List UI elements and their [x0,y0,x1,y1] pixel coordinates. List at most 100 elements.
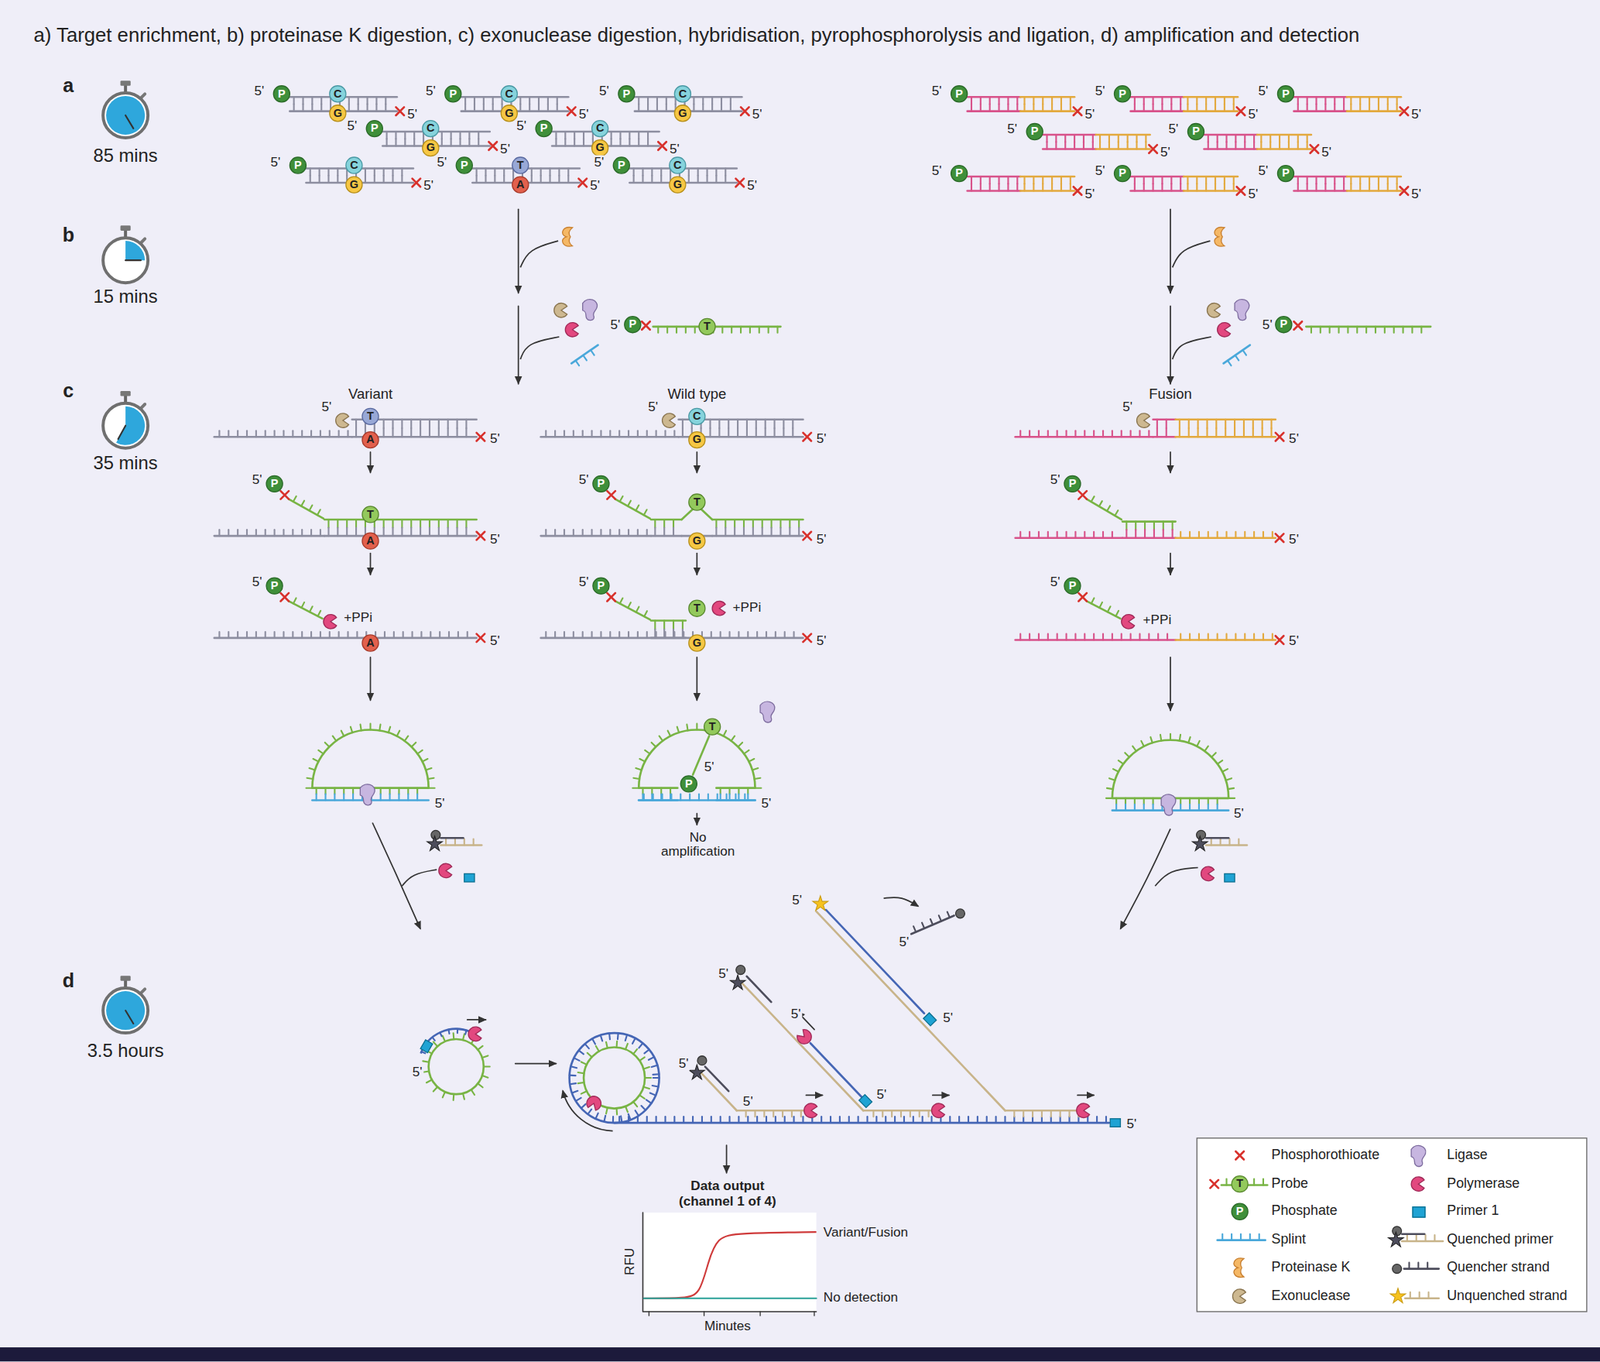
enzyme-icon [794,1027,815,1047]
legend-text: Phosphate [1271,1203,1338,1220]
base-pair [1233,96,1235,104]
base-pair [1387,176,1389,184]
strand-tick [591,529,593,536]
strand-tick [1262,633,1265,641]
ligase-icon [1411,1145,1426,1167]
phosphorothioate-mark [1275,432,1285,442]
phosphorothioate-mark [802,432,812,442]
end-label: 5' [577,107,590,122]
strand-tick [1221,1233,1224,1241]
end-label: 5' [760,795,772,810]
strand-tick [625,1106,628,1112]
stopwatch [140,988,145,993]
strand-tick [218,631,220,638]
base-pair [1243,141,1246,149]
base-pair [1032,183,1035,191]
strand-tick [1384,326,1386,333]
base-pair [715,527,717,537]
strand-tick [457,631,460,638]
strand-tick [737,742,743,747]
label-disc [592,120,609,138]
strand-tick [1092,633,1095,641]
base-label: A [366,637,374,649]
base-pair [1016,103,1018,111]
phosphate-label: P [1118,88,1127,100]
label-disc [592,475,610,492]
strand-tick [707,794,710,801]
base-pair [1134,176,1136,184]
stopwatch [102,987,148,1033]
base-label: A [516,178,525,191]
phosphorothioate-mark [412,178,422,188]
base-pair [1073,141,1076,149]
strand-tick [1227,360,1232,367]
base-pair [1125,521,1128,531]
base-pair [1134,529,1137,538]
strand-tick [338,631,340,638]
strand-tick [627,430,630,437]
base-pair [441,138,443,146]
base-pair [1153,521,1155,531]
base-label: T [709,720,717,733]
base-pair [477,138,480,146]
strand-tick [791,1110,793,1117]
base-pair [720,96,723,104]
strand-tick [749,326,751,333]
phosphorothioate-mark [802,432,812,442]
phosphate-label: P [617,159,626,172]
end-label: 5' [1083,107,1096,122]
base-pair [989,183,991,191]
strand-tick [1406,1234,1409,1241]
strand-tick [664,1116,666,1123]
label-disc [346,176,363,193]
end-label: 5' [668,141,681,156]
base-pair [733,527,736,537]
base-pair [1225,134,1227,142]
strand-tick [1179,734,1181,741]
base-pair [650,788,653,795]
base-pair [637,138,640,146]
base-pair [1387,183,1389,191]
strand-tick [227,529,230,536]
strand-tick [646,529,648,536]
end-label: +PPi [731,599,762,614]
flow-arrow [1169,657,1172,711]
label-disc [289,157,306,174]
strand-tick [1160,734,1162,741]
strand-tick [360,724,362,731]
strand-tick [466,631,469,638]
strand-tick [633,777,640,779]
base-pair [669,794,672,801]
strand-tick [721,326,723,333]
strand-tick [1028,633,1031,641]
base-pair [641,175,644,183]
strand-line [1004,1109,1084,1112]
strand-tick [306,777,313,779]
base-pair [1377,103,1380,111]
base-pair [397,794,400,801]
base-pair [1214,96,1217,104]
strand-tick [1217,760,1223,765]
base-pair [998,96,1001,104]
strand-tick [563,631,566,638]
label-disc [329,105,347,122]
strand-line [653,325,782,329]
strand-tick [264,631,267,638]
base-pair [1261,419,1264,429]
strand-tick [1092,531,1095,538]
strand-tick [1210,839,1213,846]
base-pair [357,96,360,104]
curve-detected [644,1231,817,1299]
strand-tick [448,1029,449,1034]
strand-tick [1346,326,1349,333]
strand-tick [301,602,305,608]
strand-tick [1188,736,1190,744]
strand-tick [442,1091,446,1097]
stopwatch-sector [116,406,145,446]
base-pair [1051,103,1053,111]
strand-line [1294,95,1348,99]
enzyme-icon [323,614,337,629]
base-pair [556,96,559,104]
strand-tick [264,430,267,437]
base-pair [791,419,794,429]
